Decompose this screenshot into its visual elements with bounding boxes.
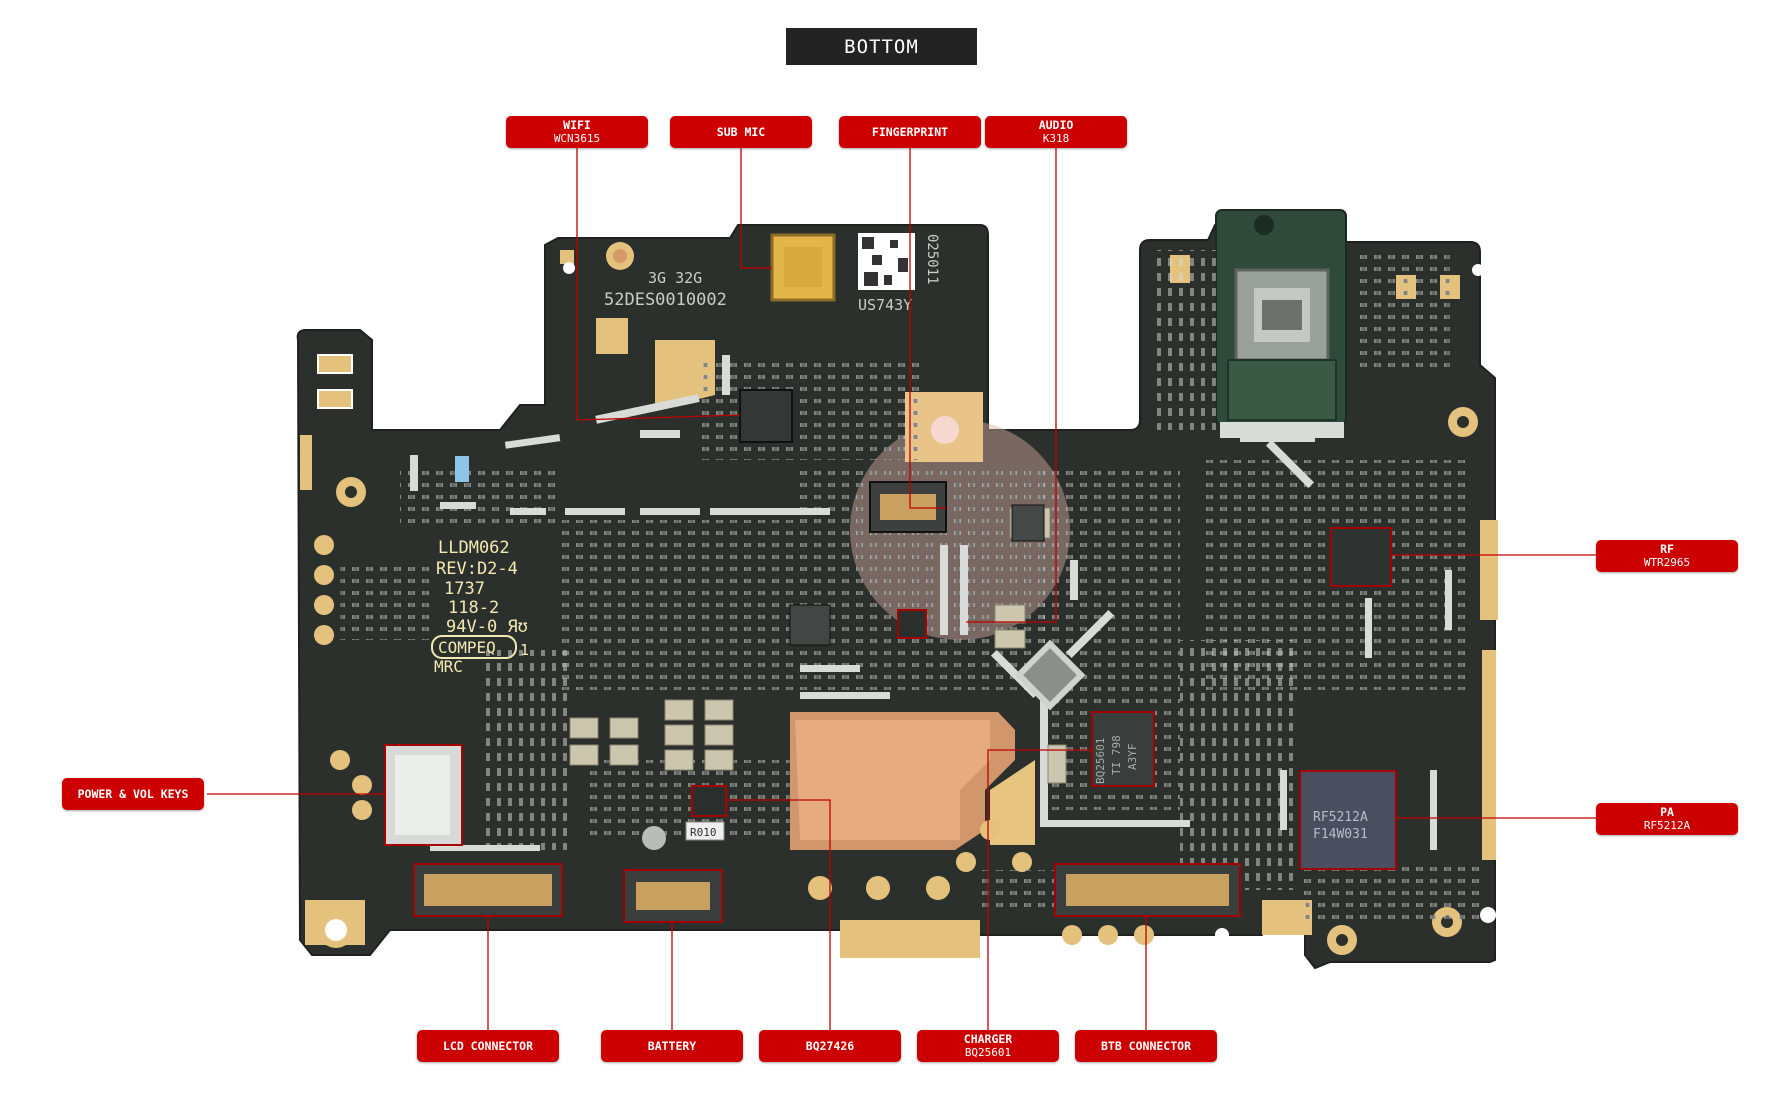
charger-chip-code: TI 798 [1110,735,1123,775]
sub-mic-center [784,247,822,287]
wifi-chip [739,389,793,443]
page-title: BOTTOM [786,28,977,65]
label-btb-connector: BTB CONNECTOR [1075,1030,1217,1062]
label-charger: CHARGER BQ25601 [917,1030,1059,1062]
label-fingerprint: FINGERPRINT [839,116,981,148]
label-bq27426: BQ27426 [759,1030,901,1062]
label-pa: PA RF5212A [1596,803,1738,835]
resistor-text: R010 [690,826,717,839]
resistor [685,821,725,841]
capacitors [569,507,1067,784]
memory-text: 3G 32G [648,269,702,287]
rf-chip [1330,527,1392,587]
bq27426-chip [691,785,727,817]
label-fingerprint-name: FINGERPRINT [871,125,949,139]
passive-components [410,355,1452,851]
label-charger-name: CHARGER [963,1032,1013,1046]
board-maker-box [431,635,517,659]
board-code-text: 118-2 [448,598,499,618]
label-audio: AUDIO K318 [985,116,1127,148]
label-charger-part: BQ25601 [964,1046,1012,1059]
label-lcd-connector-name: LCD CONNECTOR [442,1039,533,1053]
charger-chip-text: BQ25601 [1094,738,1107,784]
audio-chip [1011,504,1045,542]
qr-side-text: 025011 [924,234,940,285]
label-battery: BATTERY [601,1030,743,1062]
label-wifi-name: WIFI [563,118,591,132]
label-wifi-part: WCN3615 [553,132,601,145]
label-sub-mic-name: SUB MIC [716,125,766,139]
label-audio-name: AUDIO [1038,118,1074,132]
audio-jack [1215,209,1347,438]
label-pa-part: RF5212A [1643,819,1691,832]
fuse-blue [455,456,469,482]
board-mrc-text: MRC [434,657,463,676]
label-rf-part: WTR2965 [1643,556,1691,569]
smd-components [340,250,1480,920]
board-rating-text: 94V-0 Яʊ [446,617,528,637]
pa-chip-code: F14W031 [1313,827,1368,842]
board-model-text: LLDM062 [438,538,510,558]
label-rf-name: RF [1660,542,1674,556]
pa-chip-text: RF5212A [1313,810,1368,825]
label-rf: RF WTR2965 [1596,540,1738,572]
pa-chip [1299,770,1397,870]
serial-text: 52DES0010002 [604,290,727,310]
label-lcd-connector: LCD CONNECTOR [417,1030,559,1062]
label-pa-name: PA [1660,805,1674,819]
label-bq27426-name: BQ27426 [805,1039,855,1053]
label-power-vol-keys-name: POWER & VOL KEYS [77,787,189,801]
charger-chip [1091,711,1155,787]
antenna-connectors [336,407,1478,955]
label-audio-part: K318 [1042,132,1070,145]
mount-holes [318,249,1496,948]
board-rev-text: REV:D2-4 [436,559,518,579]
leader-lines [207,148,1596,1030]
silkscreen: LLDM062 REV:D2-4 1737 118-2 94V-0 Яʊ COM… [431,234,1368,842]
label-sub-mic: SUB MIC [670,116,812,148]
board-maker-text: COMPEQ [438,638,496,657]
label-btb-connector-name: BTB CONNECTOR [1100,1039,1191,1053]
qr-id-text: US743Y [858,296,912,314]
board-maker-suffix: 1 [520,641,529,659]
charger-chip-code2: A3YF [1126,744,1139,771]
qr-code [858,233,915,290]
board-date-text: 1737 [444,579,485,599]
label-battery-name: BATTERY [647,1039,697,1053]
chips [384,389,1397,923]
label-wifi: WIFI WCN3615 [506,116,648,148]
inductor [1014,639,1086,711]
label-power-vol-keys: POWER & VOL KEYS [62,778,204,810]
pmic-chip [789,604,831,646]
